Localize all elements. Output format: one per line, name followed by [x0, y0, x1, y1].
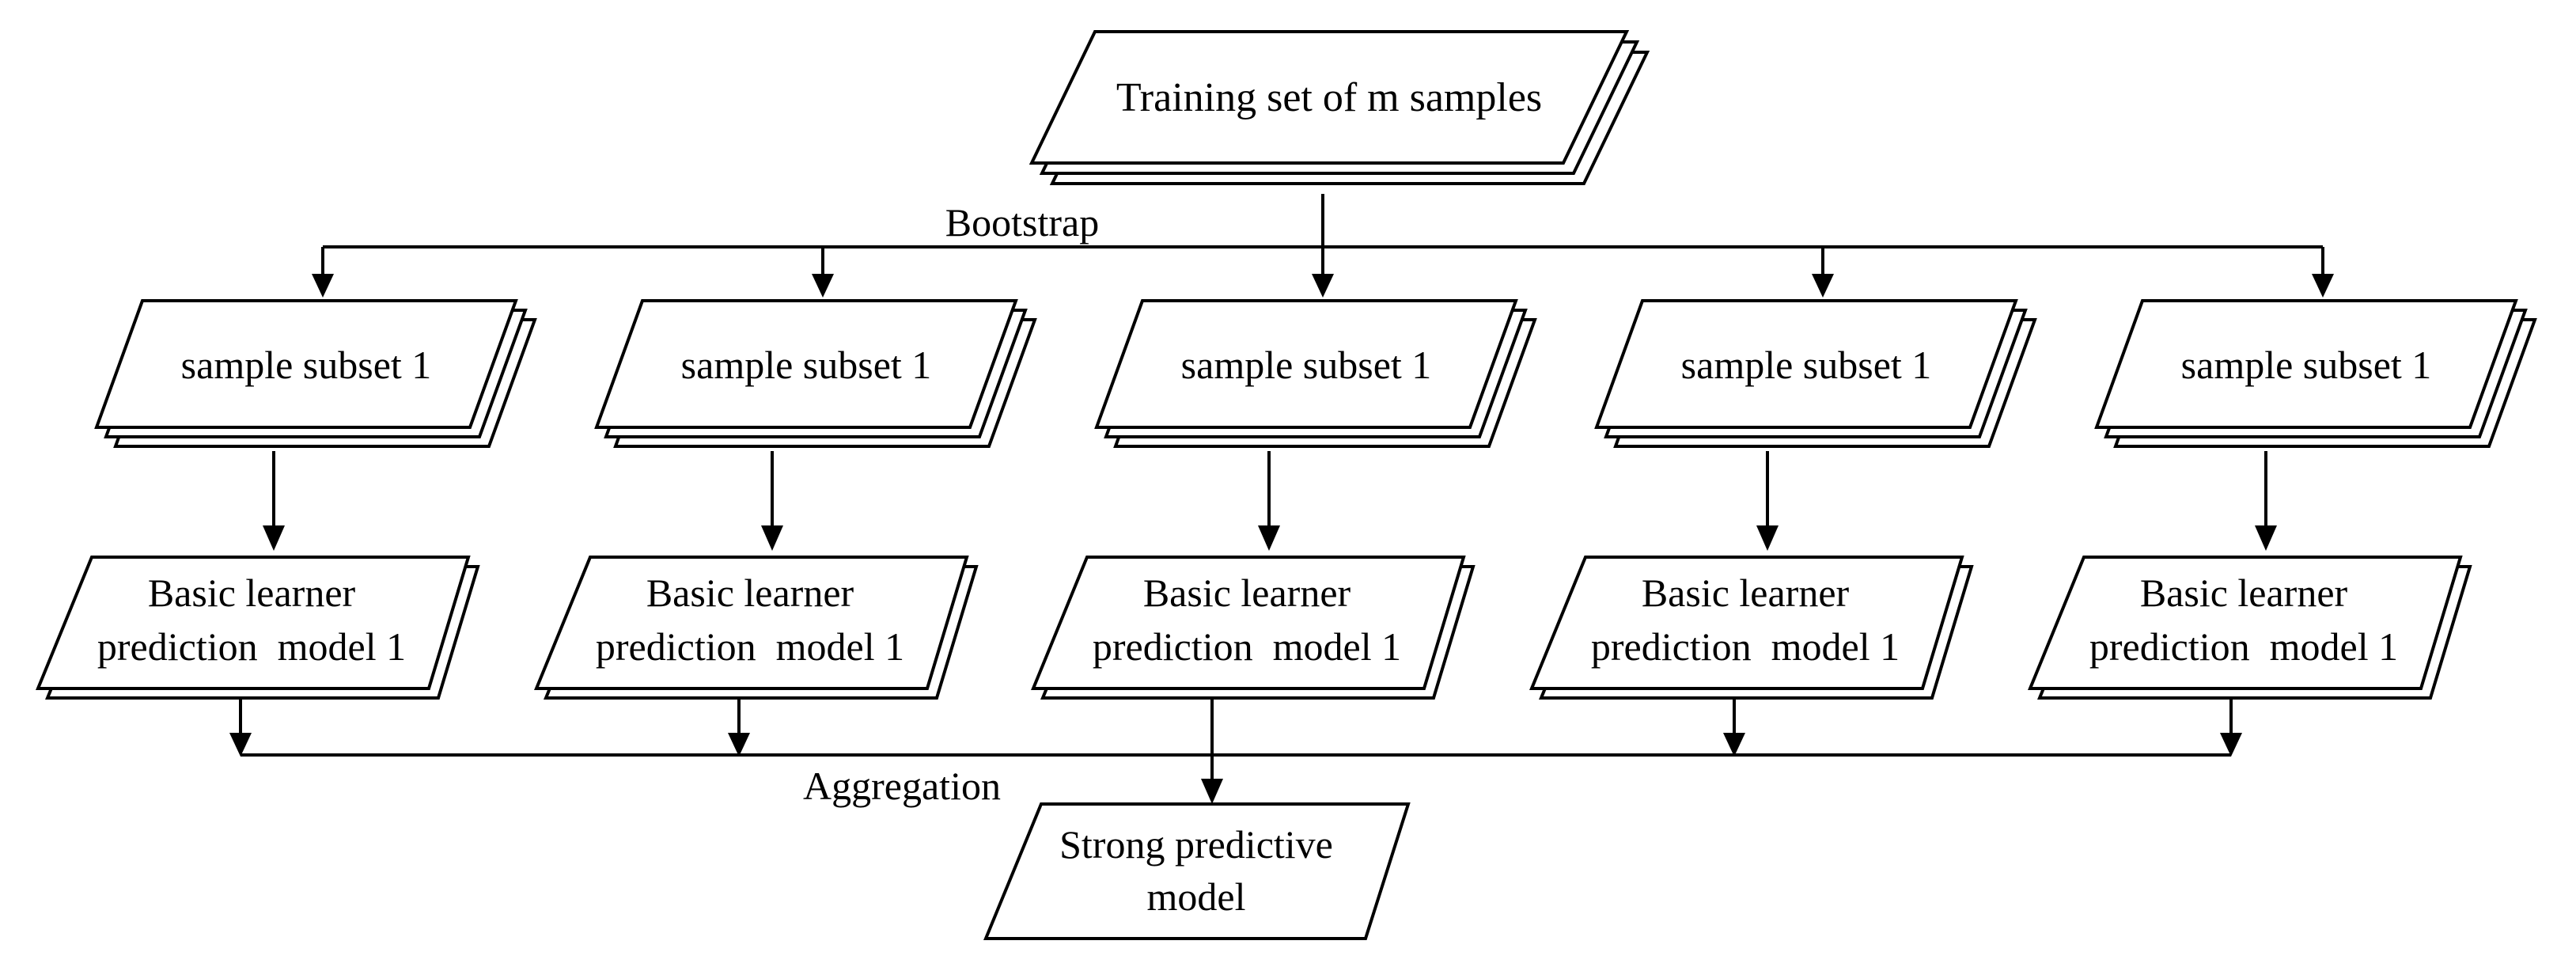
learner-node-line2: prediction model 1 [1093, 624, 1401, 669]
aggregation-arrow-5 [2220, 733, 2242, 757]
subset-node-label: sample subset 1 [1681, 343, 1932, 387]
subset-node-box [594, 299, 1018, 429]
subset-to-learner-arrows [263, 451, 2277, 551]
bootstrap-arrow-3 [1312, 274, 1334, 298]
subset-node-3: sample subset 1 [1094, 299, 1537, 448]
subset-node-box [2094, 299, 2518, 429]
root-node: Training set of m samples [1029, 30, 1650, 185]
learner-node-line1: Basic learner [1642, 571, 1850, 615]
bootstrap-arrow-5 [2312, 274, 2334, 298]
subset-node-label: sample subset 1 [181, 343, 432, 387]
learner-node-line1: Basic learner [2140, 571, 2348, 615]
subset-learner-arrow-1 [263, 525, 285, 551]
learner-node-line1: Basic learner [646, 571, 854, 615]
learner-node-line2: prediction model 1 [1591, 624, 1900, 669]
learner-node-line2: prediction model 1 [596, 624, 904, 669]
aggregation-arrow-2 [728, 733, 750, 757]
learner-node-box [36, 556, 471, 690]
learner-node-box [2028, 556, 2463, 690]
subset-node-1: sample subset 1 [94, 299, 537, 448]
bootstrap-arrow-2 [812, 274, 834, 298]
subset-node-box [1094, 299, 1518, 429]
bootstrap-arrow-4 [1812, 274, 1834, 298]
bootstrap-arrow-1 [312, 274, 334, 298]
aggregation-arrow-4 [1723, 733, 1745, 757]
subset-node-box [1594, 299, 2018, 429]
learner-node-1: Basic learner prediction model 1 [36, 556, 480, 700]
subset-node-label: sample subset 1 [681, 343, 932, 387]
result-node-line1: Strong predictive [1059, 822, 1333, 867]
learner-node-box [1031, 556, 1466, 690]
bootstrap-label: Bootstrap [945, 200, 1099, 245]
subset-learner-arrow-4 [1756, 525, 1779, 551]
aggregation-connectors: Aggregation [229, 700, 2242, 808]
subset-learner-arrow-5 [2255, 525, 2277, 551]
subset-node-label: sample subset 1 [1181, 343, 1432, 387]
subset-learner-arrow-3 [1258, 525, 1280, 551]
subset-node-label: sample subset 1 [2181, 343, 2432, 387]
learner-node-5: Basic learner prediction model 1 [2028, 556, 2472, 700]
result-node-line2: model [1147, 874, 1246, 919]
learner-node-3: Basic learner prediction model 1 [1031, 556, 1476, 700]
learner-node-box [534, 556, 969, 690]
result-node: Strong predictive model [983, 802, 1411, 940]
learner-node-2: Basic learner prediction model 1 [534, 556, 979, 700]
learner-node-line2: prediction model 1 [2089, 624, 2398, 669]
root-node-box [1029, 30, 1630, 165]
subset-node-5: sample subset 1 [2094, 299, 2537, 448]
learner-node-box [1529, 556, 1964, 690]
subset-node-2: sample subset 1 [594, 299, 1037, 448]
learner-node-line1: Basic learner [148, 571, 356, 615]
subset-node-box [94, 299, 518, 429]
learner-node-4: Basic learner prediction model 1 [1529, 556, 1974, 700]
learner-node-line2: prediction model 1 [97, 624, 406, 669]
result-node-box [983, 802, 1411, 940]
root-node-label: Training set of m samples [1116, 75, 1542, 120]
subset-learner-arrow-2 [761, 525, 783, 551]
aggregation-arrow-1 [229, 733, 252, 757]
aggregation-label: Aggregation [803, 764, 1001, 808]
bootstrap-connectors: Bootstrap [312, 194, 2334, 298]
subset-node-4: sample subset 1 [1594, 299, 2037, 448]
aggregation-to-result-arrow [1201, 779, 1223, 804]
learner-node-line1: Basic learner [1143, 571, 1351, 615]
